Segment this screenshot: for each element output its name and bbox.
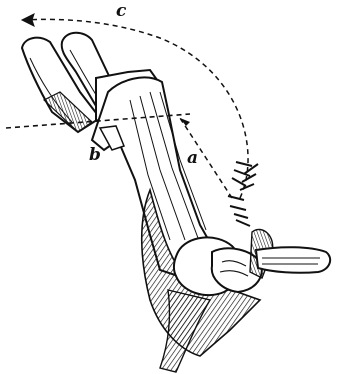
label-c: c [116, 1, 127, 21]
label-b: b [89, 145, 101, 165]
arrow-fletching-c [232, 162, 258, 190]
arrow-fletching-a [228, 196, 250, 226]
label-a: a [187, 148, 198, 168]
